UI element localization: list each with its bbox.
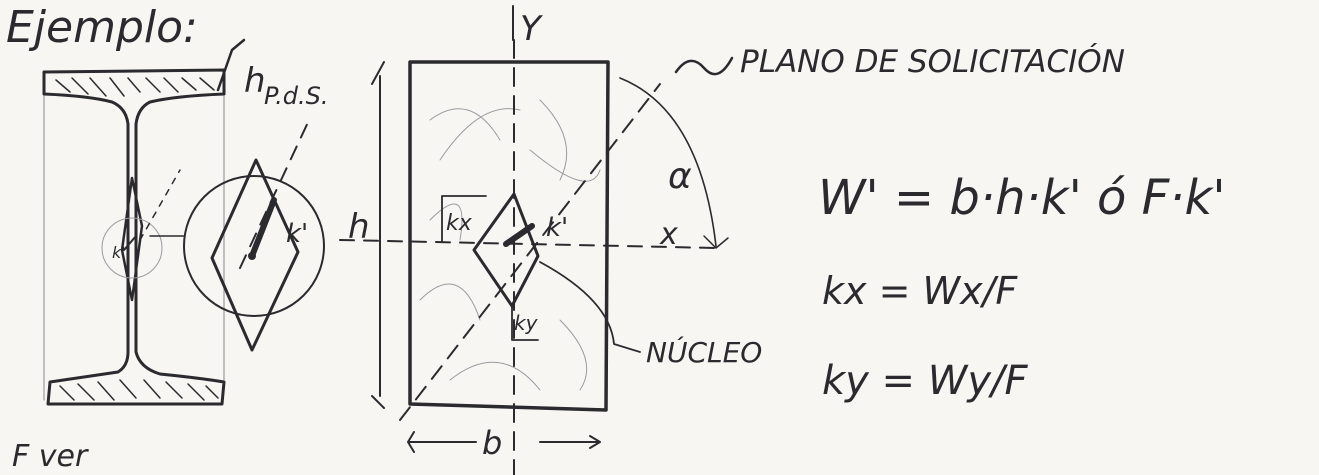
f-ver-note: F ver (12, 439, 89, 474)
bottom-flange-hatch (59, 379, 219, 401)
kprime-vector (249, 197, 277, 259)
rect-kprime-vector (503, 223, 535, 247)
centroid-dot (248, 252, 256, 260)
small-core-rhombus (120, 176, 144, 302)
title: Ejemplo: (6, 2, 198, 53)
h-dimension (371, 61, 385, 409)
nucleo-label: NÚCLEO (646, 335, 762, 369)
x-axis-label: x (659, 217, 678, 252)
top-flange-hatch (55, 77, 215, 97)
svg-text:h: h (244, 61, 266, 101)
small-kprime-label: k' (112, 243, 126, 262)
i-beam-section: k' (42, 68, 226, 406)
plano-label: PLANO DE SOLICITACIÓN (740, 43, 1125, 80)
small-pds-line (139, 169, 181, 241)
core-rhombus (210, 158, 300, 352)
formulas: W' = b·h·k' ó F·k' kx = Wx/F ky = Wy/F (818, 170, 1226, 404)
pds-line-detail (239, 117, 311, 269)
bounding-lines (43, 95, 225, 401)
core-detail: k' (183, 117, 325, 352)
plano-squiggle (674, 56, 734, 76)
rect-outline (408, 60, 610, 412)
formula-w: W' = b·h·k' ó F·k' (818, 170, 1226, 226)
rect-core-rhombus (472, 192, 540, 308)
i-beam-outline (42, 68, 226, 406)
formula-ky: ky = Wy/F (822, 358, 1028, 404)
b-dimension (407, 431, 601, 453)
small-kprime-line (123, 235, 137, 251)
y-axis-label: Y (520, 9, 543, 49)
b-label: b (482, 424, 502, 462)
h-label: h (348, 207, 370, 247)
ky-bracket (511, 305, 539, 341)
nucleo-leader (539, 261, 641, 353)
alpha-arc (619, 77, 717, 247)
pds-label-group: h P.d.S. (216, 38, 329, 110)
kx-label: kx (446, 211, 473, 236)
alpha-arrow (703, 235, 729, 249)
alpha-label: α (668, 156, 692, 197)
ky-label: ky (514, 311, 539, 335)
x-axis-line (339, 239, 717, 249)
detail-circle (183, 175, 325, 317)
formula-kx: kx = Wx/F (822, 269, 1018, 313)
shading-scribbles (419, 99, 601, 391)
pds-label: P.d.S. (264, 82, 329, 110)
rectangle-section: Y kx k' ky h b α x NÚCLEO (339, 5, 762, 475)
pds-arrow-mark (216, 38, 246, 92)
pds-line (399, 83, 661, 421)
kx-bracket (441, 195, 487, 243)
rect-kprime-label: k' (546, 213, 568, 243)
plano-label-group: PLANO DE SOLICITACIÓN (674, 43, 1125, 80)
kprime-detail-label: k' (286, 219, 308, 249)
detail-circle-small (101, 217, 163, 279)
